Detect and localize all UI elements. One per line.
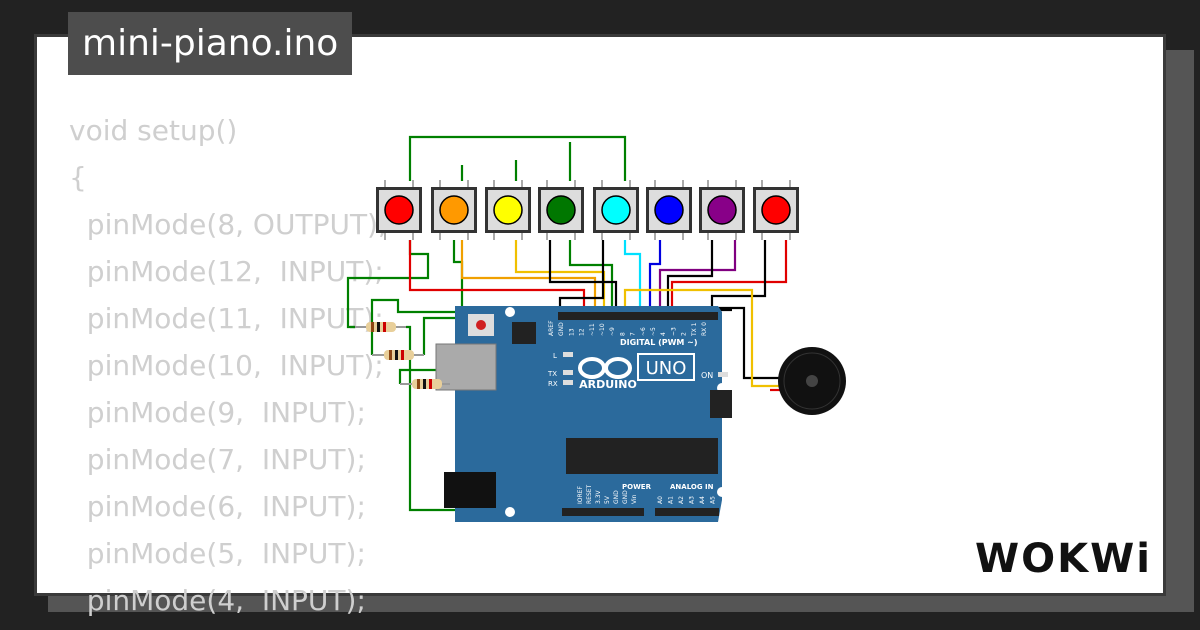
wire [460, 240, 597, 312]
code-line: pinMode(4, INPUT); [69, 584, 366, 617]
wire [346, 240, 430, 329]
atmega-chip [566, 438, 718, 474]
usb-port [435, 343, 497, 391]
pushbutton[interactable] [593, 180, 639, 240]
power-label: POWER [622, 483, 652, 491]
code-line: pinMode(7, INPUT); [69, 443, 366, 476]
power-pin-label: 3.3V [595, 489, 602, 504]
analog-pin-label: A1 [668, 496, 675, 504]
pushbutton[interactable] [646, 180, 692, 240]
pushbutton[interactable] [753, 180, 799, 240]
pushbutton[interactable] [538, 180, 584, 240]
digital-pin-label: ~9 [609, 327, 616, 336]
digital-pin-label: GND [558, 322, 565, 336]
analog-pin-label: A5 [710, 496, 717, 504]
resistor [355, 322, 406, 332]
arduino-uno-board: UNO ARDUINO DIGITAL (PWM ~) ON L TX RX P… [435, 306, 732, 522]
buzzer [778, 347, 846, 415]
wire [558, 240, 605, 312]
board-brand-label: ARDUINO [579, 378, 637, 391]
wire [623, 240, 642, 312]
digital-pin-label: ~5 [650, 327, 657, 336]
wire [568, 240, 614, 312]
wire [548, 240, 618, 312]
code-line: pinMode(6, INPUT); [69, 490, 366, 523]
on-led-label: ON [701, 371, 713, 380]
digital-label: DIGITAL (PWM ~) [620, 338, 698, 347]
board-model-label: UNO [646, 358, 687, 379]
power-pin-label: Vin [631, 494, 638, 504]
wire [666, 240, 714, 312]
tx-led-label: TX [547, 370, 557, 378]
resistors [355, 322, 450, 389]
code-line: pinMode(11, INPUT); [69, 302, 384, 335]
digital-pin-label: 8 [619, 332, 626, 336]
power-jack [444, 472, 496, 508]
analog-label: ANALOG IN [670, 483, 714, 491]
code-line: void setup() [69, 114, 238, 147]
analog-pin-label: A0 [657, 496, 664, 504]
digital-pin-label: 12 [579, 328, 586, 336]
digital-pin-label: ~10 [599, 323, 606, 336]
pushbutton[interactable] [485, 180, 531, 240]
resistor [372, 350, 424, 360]
code-line: { [69, 161, 87, 194]
power-pin-label: GND [622, 490, 629, 504]
l-led-label: L [553, 352, 557, 360]
analog-pin-label: A4 [699, 496, 706, 504]
wire [408, 135, 627, 181]
analog-pin-label: A3 [689, 496, 696, 504]
project-title[interactable]: mini-piano.ino [68, 12, 353, 75]
wire [670, 240, 788, 312]
digital-pin-label: ~6 [640, 327, 647, 336]
code-line: pinMode(12, INPUT); [69, 255, 384, 288]
code-line: pinMode(8, OUTPUT); [69, 208, 388, 241]
code-line: pinMode(10, INPUT); [69, 349, 384, 382]
power-pin-label: 5V [604, 495, 611, 504]
wire [623, 288, 782, 388]
digital-pin-label: 13 [568, 328, 575, 336]
wokwi-logo: WOKWi [975, 536, 1152, 582]
wire [648, 240, 662, 312]
resistor [400, 379, 450, 389]
wire [408, 240, 586, 312]
digital-pin-label: ~3 [670, 327, 677, 336]
digital-pin-label: 7 [630, 332, 637, 336]
code-line: pinMode(9, INPUT); [69, 396, 366, 429]
power-pin-label: IOREF [577, 486, 584, 504]
pushbutton[interactable] [431, 180, 477, 240]
digital-pin-label: ~11 [589, 323, 596, 336]
digital-pin-label: TX 1 [691, 322, 698, 337]
digital-pin-label: AREF [548, 320, 555, 336]
code-line: pinMode(5, INPUT); [69, 537, 366, 570]
power-pin-label: RESET [586, 484, 593, 504]
pushbutton[interactable] [376, 180, 422, 240]
digital-pin-label: 4 [660, 332, 667, 336]
pushbuttons [376, 180, 799, 240]
analog-pin-label: A2 [678, 496, 685, 504]
code-preview: void setup() { pinMode(8, OUTPUT); pinMod… [69, 107, 387, 624]
pushbutton[interactable] [699, 180, 745, 240]
digital-pin-label: RX 0 [701, 322, 708, 336]
digital-pin-label: 2 [681, 332, 688, 336]
rx-led-label: RX [548, 380, 558, 388]
power-pin-label: GND [613, 490, 620, 504]
